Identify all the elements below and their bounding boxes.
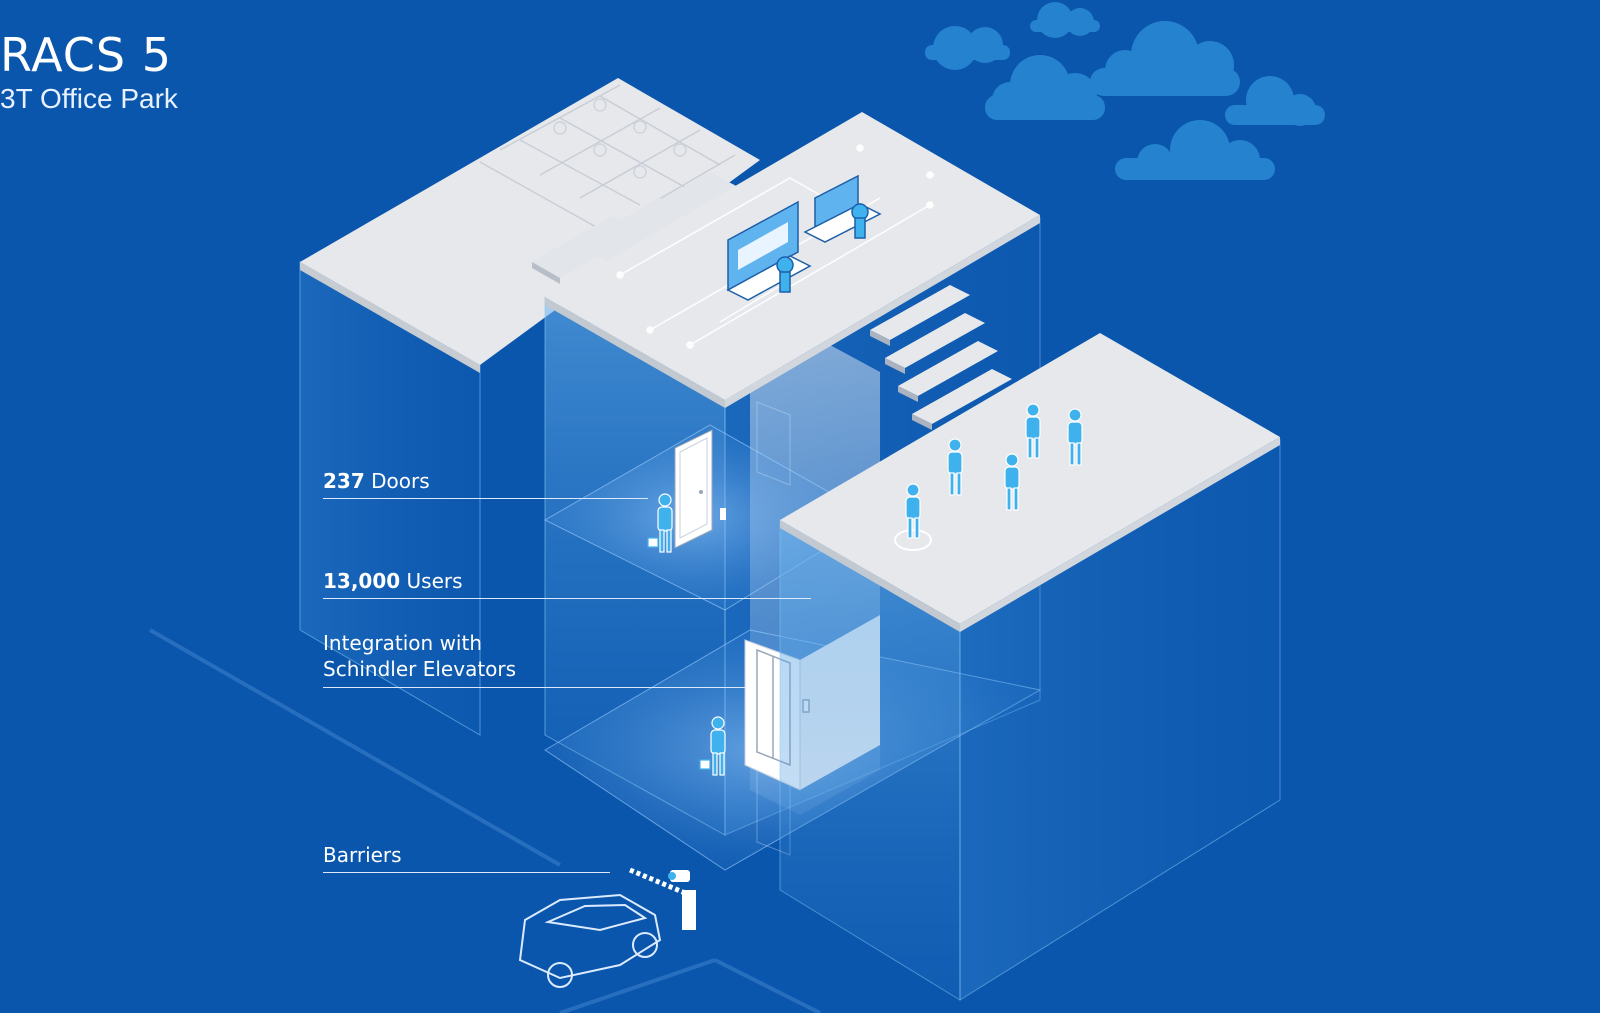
cloud [1115,120,1275,180]
integration-line-2: Schindler Elevators [323,657,517,681]
users-count: 13,000 [323,569,401,593]
callout-users: 13,000 Users [323,568,823,604]
clouds [925,2,1325,180]
page-title: RACS 5 [0,28,172,82]
cloud [1030,2,1100,38]
callout-integration: Integration with Schindler Elevators [323,630,753,692]
person [1067,408,1083,466]
cloud [925,26,1010,70]
callout-line [323,498,648,499]
barriers-label: Barriers [323,843,402,867]
integration-line-1: Integration with [323,631,482,655]
cloud [1225,76,1325,126]
callout-line [323,598,811,599]
cloud [1090,21,1240,96]
security-operators [726,174,882,301]
person [699,716,726,776]
barrier-gate [629,867,696,930]
person [647,493,673,553]
person [905,483,921,539]
callout-line [323,687,745,688]
stairs [870,285,1012,430]
callout-doors: 237 Doors [323,468,653,504]
person [1025,403,1041,459]
person [1004,453,1020,511]
monitor-bank [803,174,882,243]
person [947,438,963,496]
car-icon [518,893,662,988]
page-subtitle: 3T Office Park [0,83,178,114]
cloud [985,55,1105,120]
right-building [779,333,1281,1001]
office-door [674,429,726,549]
ground-lines [149,628,821,1013]
doors-label: Doors [371,469,430,493]
brand-header: RACS 5 3T Office Park [0,28,178,116]
monitor-bank [726,200,812,301]
puzzle-pattern [553,98,687,179]
callout-barriers: Barriers [323,842,623,878]
users-label: Users [406,569,463,593]
callout-line [323,872,610,873]
doors-count: 237 [323,469,365,493]
access-ring [894,529,932,551]
people [647,403,1083,776]
